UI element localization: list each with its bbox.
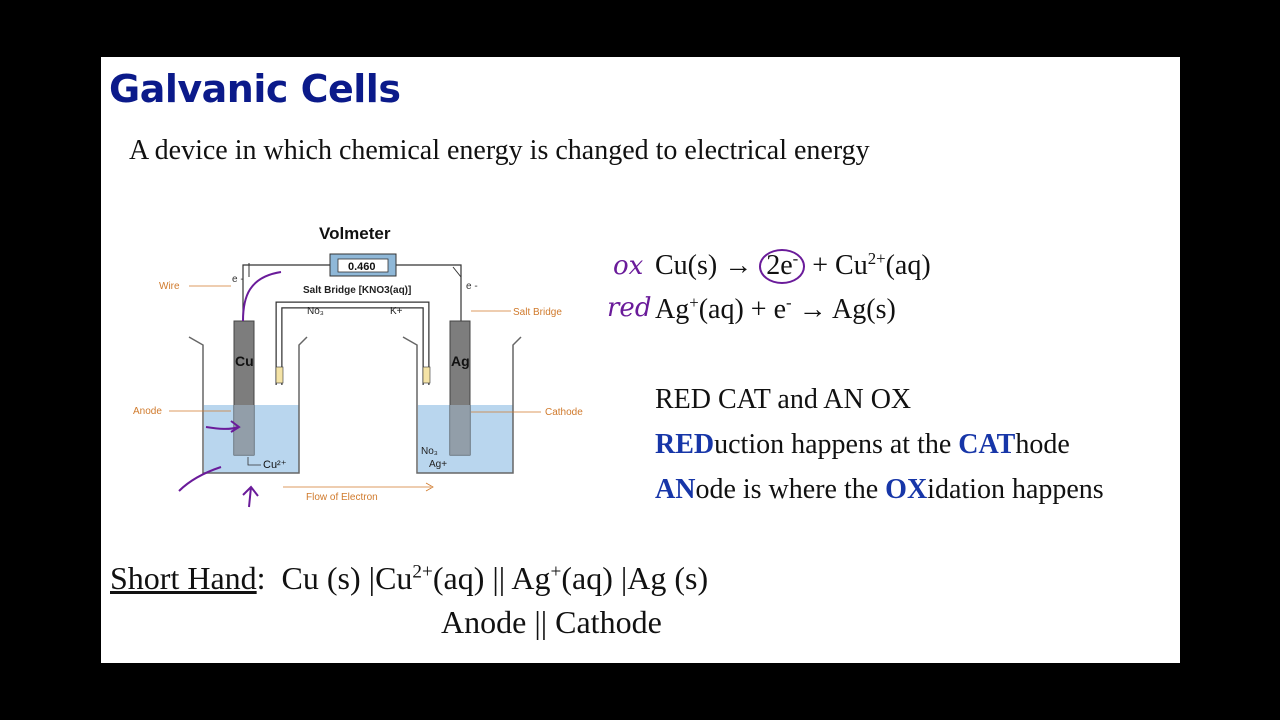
shorthand-part: (aq) || Ag xyxy=(432,560,551,596)
salt-bridge-right-label: Salt Bridge xyxy=(513,307,562,318)
galvanic-cell-diagram: Volmeter 0.460 e - e - Salt Bridge [KNO3… xyxy=(133,224,583,508)
ox-eq-part: + Cu xyxy=(805,250,868,281)
wire-label: Wire xyxy=(159,281,180,292)
k-plus-label: K+ xyxy=(390,306,403,317)
ox-eq-electrons: 2e xyxy=(766,250,793,281)
mnemonic-line-3: ANode is where the OXidation happens xyxy=(655,474,1104,506)
ox-mark: ox xyxy=(613,251,644,281)
mnemonic-text: uction happens at the xyxy=(714,429,959,460)
red-eq-sup: + xyxy=(689,292,699,312)
mnemonic-text: ode is where the xyxy=(695,474,886,505)
shorthand-part: Cu (s) |Cu xyxy=(281,560,413,596)
voltmeter-reading: 0.460 xyxy=(348,261,376,273)
ox-eq-part: (aq) xyxy=(885,250,931,281)
cathode-label: Cathode xyxy=(545,407,583,418)
shorthand-label: Short Hand xyxy=(110,560,257,596)
anode-label: Anode xyxy=(133,406,162,417)
ox-eq-part: Cu(s) → xyxy=(655,250,760,281)
reduction-equation: Ag+(aq) + e- → Ag(s) xyxy=(655,294,896,326)
shorthand-sup: + xyxy=(550,561,562,583)
flow-label: Flow of Electron xyxy=(306,492,378,503)
ag-electrode-label: Ag xyxy=(451,353,470,369)
red-eq-part: → Ag(s) xyxy=(791,294,896,325)
ox-eq-sup: 2+ xyxy=(867,248,886,268)
cu-ion-label: Cu²⁺ xyxy=(263,459,287,471)
slide-subtitle: A device in which chemical energy is cha… xyxy=(129,135,870,166)
electron-right: e - xyxy=(466,281,478,292)
no3-bottom-label: No₃ xyxy=(421,446,438,457)
mnemonic-highlight: AN xyxy=(655,474,696,505)
salt-bridge-label: Salt Bridge [KNO3(aq)] xyxy=(303,285,411,296)
oxidation-equation: Cu(s) → 2e- + Cu2+(aq) xyxy=(655,249,931,284)
shorthand-notation: Short Hand: Cu (s) |Cu2+(aq) || Ag+(aq) … xyxy=(110,560,708,597)
mnemonic-highlight: CAT xyxy=(958,429,1016,460)
slide-title: Galvanic Cells xyxy=(109,67,401,111)
voltmeter-title: Volmeter xyxy=(319,224,391,243)
shorthand-colon: : xyxy=(256,560,282,596)
red-eq-sup: - xyxy=(786,292,792,312)
mnemonic-text: hode xyxy=(1015,429,1070,460)
anode-cathode-caption: Anode || Cathode xyxy=(441,604,662,640)
mnemonic-line-1: RED CAT and AN OX xyxy=(655,384,912,415)
mnemonic-text: idation happens xyxy=(927,474,1104,505)
red-eq-part: (aq) + e xyxy=(698,294,786,325)
ag-ion-label: Ag+ xyxy=(429,459,447,470)
electron-left: e - xyxy=(232,274,244,285)
shorthand-sup: 2+ xyxy=(412,561,433,583)
mnemonic-line-2: REDuction happens at the CAThode xyxy=(655,429,1070,461)
red-mark: red xyxy=(607,293,652,323)
mnemonic-highlight: RED xyxy=(655,429,715,460)
shorthand-part: (aq) |Ag (s) xyxy=(561,560,709,596)
ox-eq-sup: - xyxy=(792,248,799,268)
slide: Galvanic Cells A device in which chemica… xyxy=(101,57,1180,663)
red-eq-part: Ag xyxy=(655,294,690,325)
no3-top-label: No₃ xyxy=(307,306,324,317)
mnemonic-highlight: OX xyxy=(885,474,928,505)
circled-electrons: 2e- xyxy=(759,248,806,284)
cu-electrode-label: Cu xyxy=(235,353,254,369)
